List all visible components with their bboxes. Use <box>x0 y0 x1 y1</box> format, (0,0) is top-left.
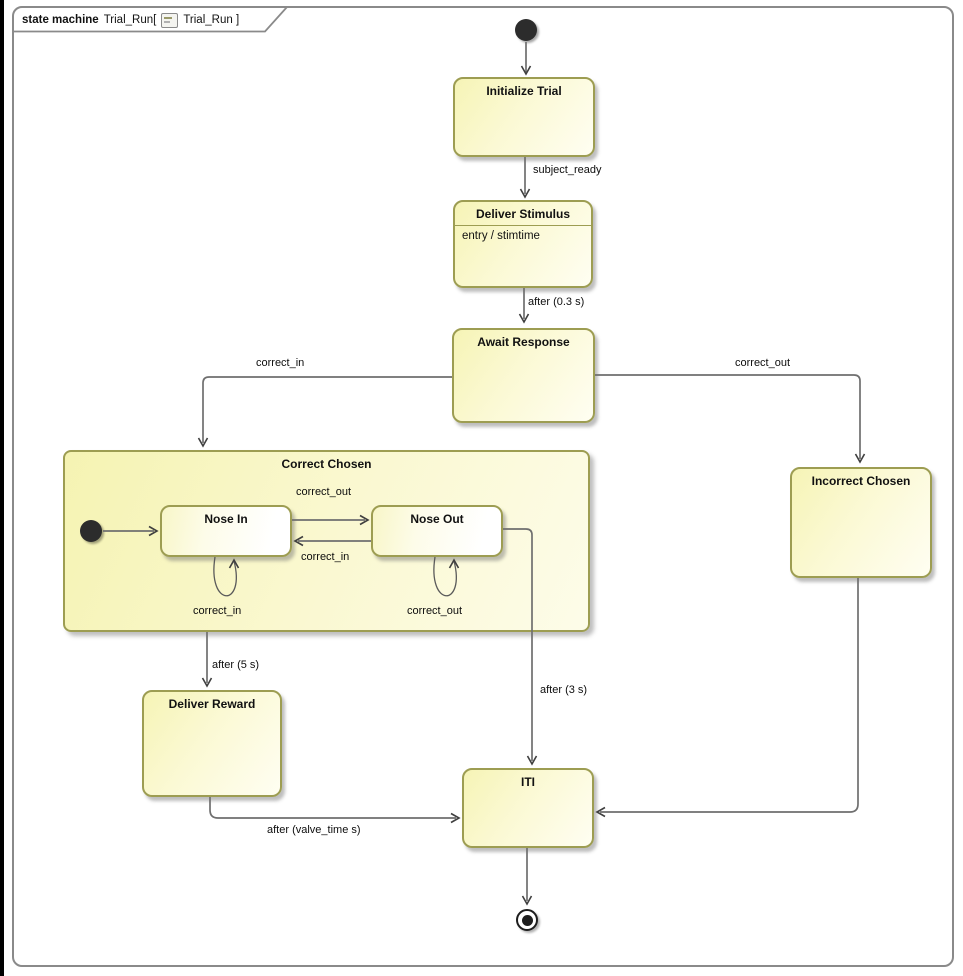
left-black-edge <box>0 0 4 976</box>
state-deliver-reward[interactable]: Deliver Reward <box>142 690 282 797</box>
state-label: Incorrect Chosen <box>811 474 911 488</box>
state-entry-behavior: entry / stimtime <box>462 230 540 242</box>
transition-label-nosein-to-noseout: correct_out <box>296 486 352 498</box>
transition-label-noseout-to-nosein: correct_in <box>301 551 350 563</box>
frame-diagram-name: Trial_Run[ <box>103 14 157 26</box>
state-machine-diagram-icon <box>161 12 179 28</box>
initial-state-icon[interactable] <box>80 520 102 542</box>
state-label: Nose In <box>204 512 248 526</box>
frame-keyword: state machine <box>22 14 99 26</box>
state-label: ITI <box>521 775 535 789</box>
state-label: Deliver Reward <box>168 697 256 711</box>
frame-header: state machine Trial_Run[ Trial_Run ] <box>22 11 239 29</box>
state-await-response[interactable]: Await Response <box>452 328 595 423</box>
transition-label-after-03s: after (0.3 s) <box>528 296 585 308</box>
state-incorrect-chosen[interactable]: Incorrect Chosen <box>790 467 932 578</box>
state-initialize-trial[interactable]: Initialize Trial <box>453 77 595 157</box>
state-correct-chosen[interactable]: Correct Chosen <box>63 450 590 632</box>
transition-label-nosein-self: correct_in <box>193 605 242 617</box>
state-label: Initialize Trial <box>486 84 562 98</box>
frame-diagram-ref: Trial_Run ] <box>183 14 240 26</box>
state-deliver-stimulus[interactable]: Deliver Stimulus entry / stimtime <box>453 200 593 288</box>
state-label: Correct Chosen <box>281 457 372 471</box>
transition-label-after-3s: after (3 s) <box>540 684 588 696</box>
compartment-divider <box>455 225 591 226</box>
final-state-icon[interactable] <box>516 909 538 931</box>
state-label: Deliver Stimulus <box>475 207 571 221</box>
transition-label-subject-ready: subject_ready <box>533 164 602 176</box>
state-nose-in[interactable]: Nose In <box>160 505 292 557</box>
transition-label-correct-out: correct_out <box>735 357 791 369</box>
state-label: Nose Out <box>410 512 464 526</box>
transition-label-after-valve-time: after (valve_time s) <box>267 824 361 836</box>
state-label: Await Response <box>477 335 570 349</box>
transition-label-noseout-self: correct_out <box>407 605 463 617</box>
transition-label-correct-in: correct_in <box>256 357 305 369</box>
transition-label-after-5s: after (5 s) <box>212 659 260 671</box>
initial-state-icon[interactable] <box>515 19 537 41</box>
state-nose-out[interactable]: Nose Out <box>371 505 503 557</box>
diagram-frame <box>12 6 954 967</box>
state-iti[interactable]: ITI <box>462 768 594 848</box>
